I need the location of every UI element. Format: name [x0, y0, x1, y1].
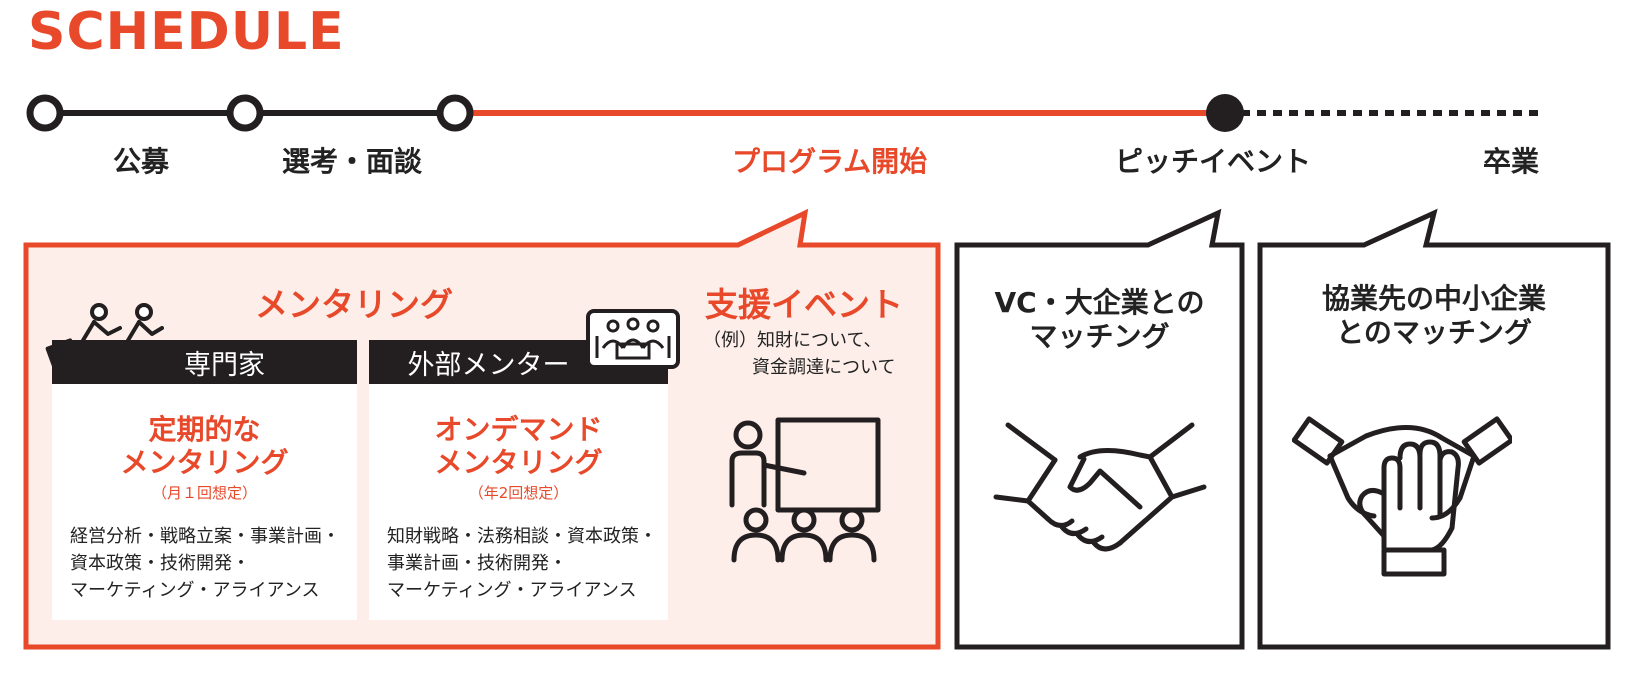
card-body-line: 経営分析・戦略立案・事業計画・	[70, 523, 349, 550]
card-body: 経営分析・戦略立案・事業計画・ 資本政策・技術開発・ マーケティング・アライアン…	[70, 523, 349, 604]
stage-label-graduation: 卒業	[1483, 140, 1539, 180]
timeline-node-koubo	[30, 98, 60, 128]
card-bar-label: 外部メンター	[408, 343, 570, 382]
card-note: （年2回想定）	[369, 482, 668, 503]
mentoring-title: メンタリング	[255, 278, 453, 326]
card-body-line: 資本政策・技術開発・	[70, 550, 349, 577]
pitch-text-line2: マッチング	[957, 320, 1242, 354]
graduation-text-line2: とのマッチング	[1260, 316, 1608, 350]
support-example-line2: 資金調達について	[752, 354, 895, 382]
stage-label-pitch: ピッチイベント	[1115, 140, 1311, 180]
running-people-icon	[44, 300, 164, 380]
card-note: （月１回想定）	[52, 482, 357, 503]
support-example-line1: （例）知財について、	[703, 327, 882, 355]
presentation-icon	[720, 415, 890, 565]
stacked-hands-icon	[1292, 398, 1512, 583]
card-body-line: マーケティング・アライアンス	[70, 577, 349, 604]
pitch-text-line1: VC・大企業との	[957, 286, 1242, 320]
timeline-node-program	[440, 98, 470, 128]
timeline-node-senkou	[230, 98, 260, 128]
card-body-line: マーケティング・アライアンス	[387, 577, 660, 604]
card-body-line: 事業計画・技術開発・	[387, 550, 660, 577]
stage-label-koubo: 公募	[113, 140, 169, 180]
card-heading-line2: メンタリング	[369, 446, 668, 480]
card-body: 知財戦略・法務相談・資本政策・ 事業計画・技術開発・ マーケティング・アライアン…	[387, 523, 660, 604]
graduation-text-line1: 協業先の中小企業	[1260, 282, 1608, 316]
card-heading-line1: オンデマンド	[369, 413, 668, 447]
card-bar-label: 専門家	[184, 343, 265, 382]
timeline-node-pitch	[1206, 94, 1244, 132]
video-meeting-icon	[585, 308, 681, 384]
stage-label-senkou: 選考・面談	[282, 140, 422, 180]
mentoring-card-expert: 専門家 定期的な メンタリング （月１回想定） 経営分析・戦略立案・事業計画・ …	[52, 340, 357, 620]
handshake-icon	[990, 415, 1210, 565]
card-heading-line2: メンタリング	[52, 446, 357, 480]
card-body-line: 知財戦略・法務相談・資本政策・	[387, 523, 660, 550]
card-heading-line1: 定期的な	[52, 413, 357, 447]
support-event-title: 支援イベント	[705, 278, 903, 326]
stage-label-program: プログラム開始	[732, 140, 927, 180]
